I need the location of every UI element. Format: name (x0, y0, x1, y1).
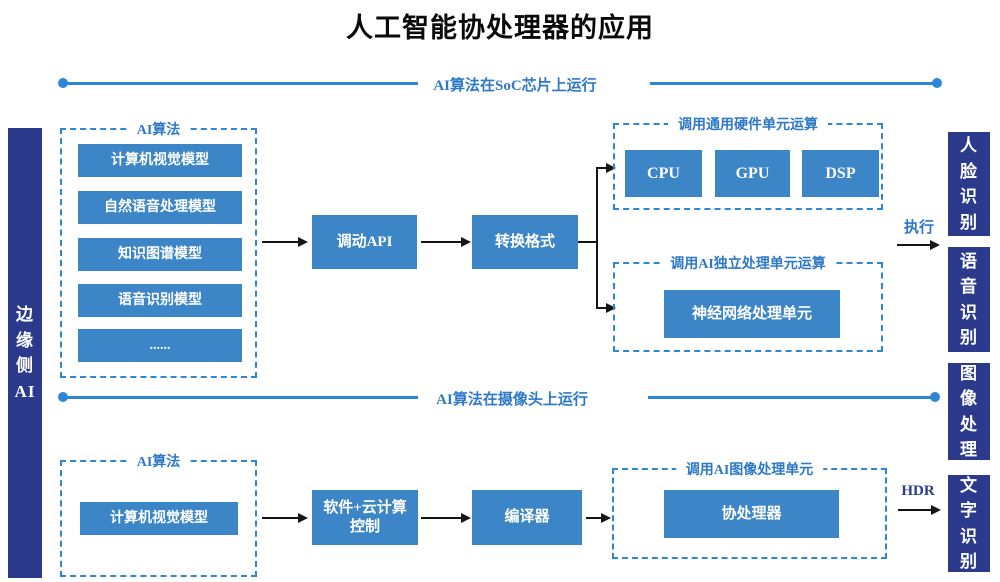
arrow-camalg-to-software (262, 513, 308, 523)
model-computer-vision: 计算机视觉模型 (78, 144, 242, 177)
model-nlp: 自然语音处理模型 (78, 191, 242, 224)
compiler-node: 编译器 (472, 490, 582, 545)
fork-stem-line (578, 241, 598, 243)
ai-npu-group: 调用AI独立处理单元运算 神经网络处理单元 (613, 253, 883, 352)
cpu-node: CPU (625, 150, 702, 197)
edge-ai-sidebar: 边缘侧AI (8, 128, 42, 578)
camera-algorithms-legend: AI算法 (126, 451, 191, 471)
arrow-fork-to-npu (597, 303, 616, 313)
model-knowledge-graph: 知识图谱模型 (78, 238, 242, 271)
band2-left-dot (58, 392, 68, 402)
hdr-label: HDR (901, 483, 935, 499)
band1-right-dot (932, 78, 942, 88)
output-image-processing-label: 图像处理 (960, 363, 978, 460)
model-speech: 语音识别模型 (78, 284, 242, 317)
edge-ai-sidebar-label: 边缘侧AI (14, 305, 36, 401)
dsp-node: DSP (802, 150, 879, 197)
output-speech-recognition: 语音识别 (948, 247, 990, 352)
ai-npu-legend: 调用AI独立处理单元运算 (660, 253, 836, 273)
arrow-fork-to-hw (597, 163, 616, 173)
band1-label: AI算法在SoC芯片上运行 (433, 78, 597, 94)
general-hw-legend: 调用通用硬件单元运算 (668, 114, 828, 134)
output-speech-recognition-label: 语音识别 (960, 251, 978, 348)
model-ellipsis: ...... (78, 329, 242, 362)
band2-right-line (648, 396, 932, 399)
output-image-processing: 图像处理 (948, 363, 990, 460)
page-title: 人工智能协处理器的应用 (346, 13, 654, 43)
band2-left-line (66, 396, 418, 399)
coprocessor-node: 协处理器 (664, 490, 839, 538)
arrow-api-to-convert (421, 237, 471, 247)
band2-label: AI算法在摄像头上运行 (436, 392, 588, 408)
camera-algorithms-group: AI算法 计算机视觉模型 (60, 451, 257, 577)
output-text-recognition: 文字识别 (948, 475, 990, 572)
fork-vertical-line (596, 167, 598, 309)
ai-image-unit-legend: 调用AI图像处理单元 (675, 459, 824, 479)
output-face-recognition: 人脸识别 (948, 132, 990, 236)
arrow-software-to-compiler (421, 513, 471, 523)
arrow-hdr (898, 505, 941, 515)
general-hw-group: 调用通用硬件单元运算 CPU GPU DSP (613, 114, 883, 210)
convert-format-node: 转换格式 (472, 215, 578, 269)
arrow-alg-to-api (262, 237, 308, 247)
band1-left-line (66, 82, 418, 85)
gpu-node: GPU (715, 150, 790, 197)
arrow-execute (897, 240, 940, 250)
soc-algorithms-group: AI算法 计算机视觉模型 自然语音处理模型 知识图谱模型 语音识别模型 ....… (60, 119, 257, 378)
ai-image-unit-group: 调用AI图像处理单元 协处理器 (612, 459, 887, 559)
call-api-node: 调动API (312, 215, 417, 269)
camera-model-computer-vision: 计算机视觉模型 (80, 502, 238, 535)
arrow-compiler-to-ipu (586, 513, 611, 523)
soc-algorithms-legend: AI算法 (126, 119, 191, 139)
band2-right-dot (930, 392, 940, 402)
software-cloud-node: 软件+云计算控制 (312, 490, 418, 545)
band1-left-dot (58, 78, 68, 88)
output-face-recognition-label: 人脸识别 (960, 136, 978, 232)
output-text-recognition-label: 文字识别 (960, 475, 978, 572)
execute-label: 执行 (903, 220, 934, 236)
npu-node: 神经网络处理单元 (664, 290, 840, 338)
band1-right-line (650, 82, 934, 85)
